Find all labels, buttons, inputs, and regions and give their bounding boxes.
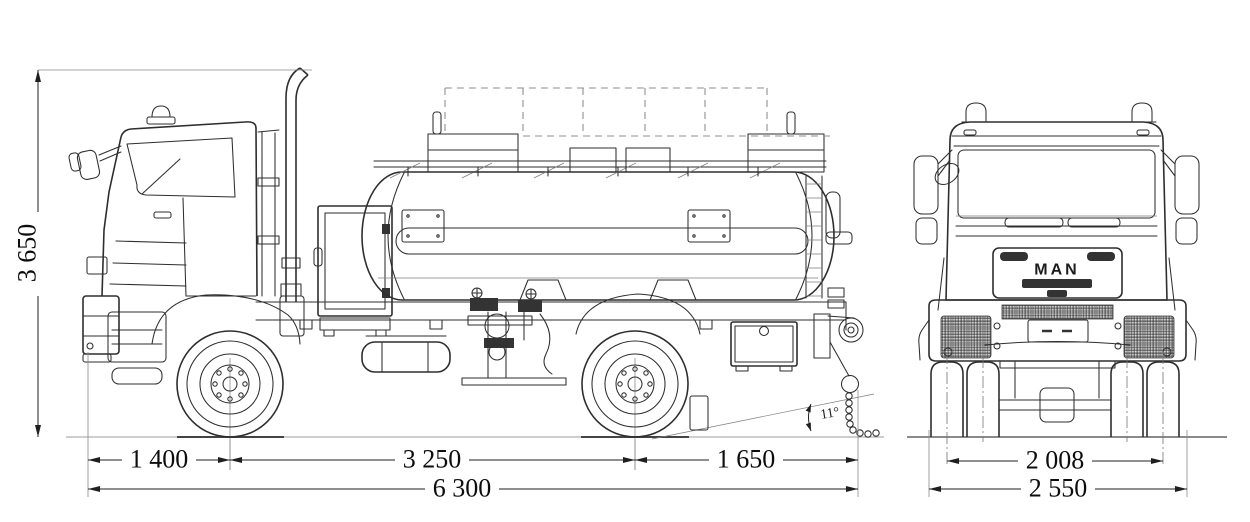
- mud-flap: [689, 395, 709, 431]
- top-hatch-boxes: [427, 111, 825, 173]
- door-handle: [153, 211, 172, 219]
- safety-chain: [845, 392, 880, 438]
- pump-module: [461, 287, 567, 386]
- axle-housing: [1039, 387, 1075, 423]
- departure-angle-label: 11°: [819, 405, 840, 423]
- tank-body: [361, 87, 853, 309]
- license-plate-holder: [1027, 319, 1089, 343]
- headlight-left: [940, 315, 992, 359]
- front-view-wheels: [930, 352, 1180, 466]
- rear-fender: [575, 293, 701, 335]
- side-view: 11°: [66, 67, 884, 470]
- dim-overall-width: 2 550: [1029, 474, 1088, 503]
- headlight-side: [86, 256, 108, 275]
- fuel-tank: [361, 335, 451, 373]
- windshield: [957, 149, 1156, 219]
- man-logo: MAN: [1034, 262, 1079, 279]
- beacon-left: [961, 102, 991, 123]
- beacon-icon: [146, 105, 176, 125]
- front-bumper-side: [82, 295, 120, 363]
- dim-track-width: 2 008: [1026, 446, 1085, 475]
- dim-overall-height: 3 650: [13, 224, 42, 283]
- departure-angle-annotation: 11°: [651, 393, 875, 440]
- lion-emblem-icon: [1047, 290, 1067, 297]
- grille-panel: MAN: [992, 247, 1123, 299]
- beacon-right: [1127, 102, 1157, 123]
- battery-box: [107, 311, 167, 363]
- mirror-right: [1160, 149, 1200, 245]
- cab-window: [126, 137, 236, 198]
- chassis-frame: [255, 293, 847, 335]
- dim-wheelbase: 3 250: [403, 445, 462, 474]
- exhaust-stack: [279, 67, 309, 337]
- walkway-rail: [373, 160, 827, 179]
- front-bumper: [918, 299, 1197, 369]
- manhole-plate-rear: [687, 209, 731, 243]
- rear-wheel: [581, 330, 689, 470]
- equipment-cabinet: [313, 205, 393, 337]
- dimension-annotations: 3 650 1 400 3 250 1 650 6 300 2 008 2 55…: [8, 69, 1188, 507]
- front-fender: [151, 294, 301, 345]
- open-hatch-projection: [444, 87, 830, 137]
- cab-side: [68, 105, 301, 385]
- dim-rear-overhang: 1 650: [717, 445, 776, 474]
- lower-grille-mesh: [1001, 304, 1114, 320]
- dim-overall-length: 6 300: [433, 474, 492, 503]
- front-view: MAN: [907, 102, 1227, 466]
- cab-front: [937, 121, 1176, 311]
- front-wheel: [176, 330, 284, 470]
- air-intake: [257, 129, 280, 297]
- manhole-plate-front: [401, 209, 445, 243]
- mirror-left: [913, 149, 960, 245]
- rear-toolbox: [730, 321, 798, 372]
- rear-ladder: [805, 175, 823, 299]
- tow-hitch: [813, 313, 880, 438]
- mirror-side: [68, 145, 122, 180]
- dim-front-overhang: 1 400: [130, 445, 189, 474]
- headlight-right: [1123, 315, 1175, 359]
